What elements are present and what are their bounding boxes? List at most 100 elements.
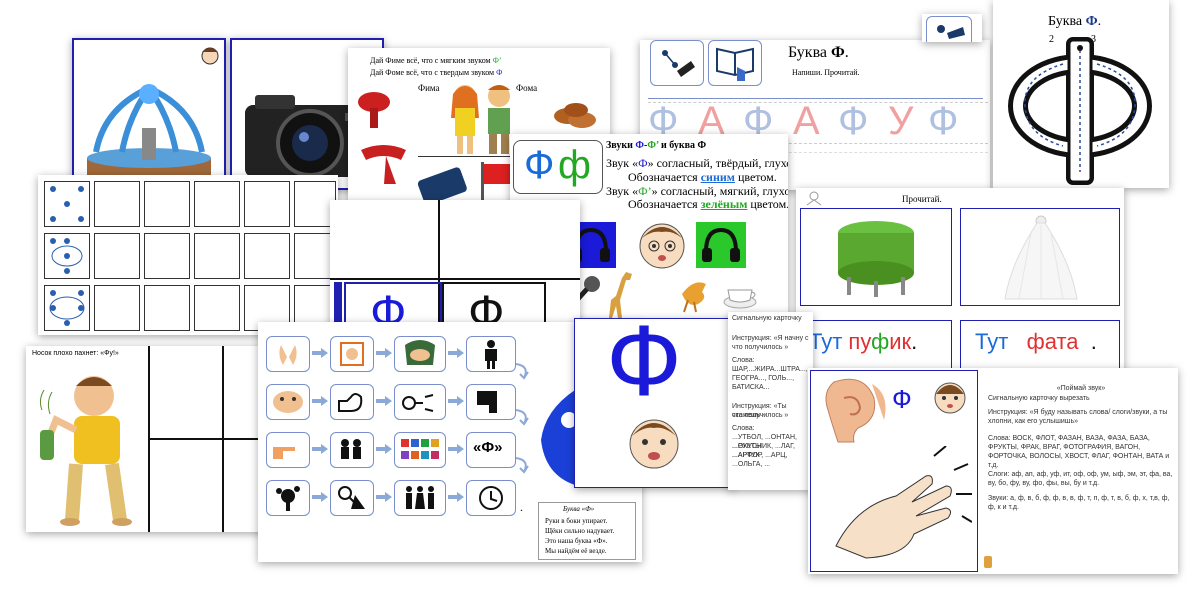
step-cheeks[interactable] <box>266 384 310 420</box>
arrow-icon <box>312 444 328 454</box>
dot-box <box>44 233 90 279</box>
step-muscle[interactable] <box>330 384 374 420</box>
zvuki-line2: Обозначается синим цветом. <box>628 170 777 184</box>
step-hands[interactable] <box>266 336 310 372</box>
step-face-frame[interactable] <box>330 336 374 372</box>
book-hand-icon <box>716 47 754 81</box>
step-person[interactable] <box>466 336 516 372</box>
pufik-image <box>838 221 914 297</box>
ear-icon <box>825 378 886 443</box>
children-image <box>451 85 510 154</box>
poymai-sounds: Звуки: а, ф, в, б, ф, ф, в, в, ф, т, п, … <box>988 495 1170 511</box>
bird-icon <box>682 282 706 313</box>
step-family[interactable] <box>394 480 446 516</box>
reader-icon <box>806 191 822 206</box>
step-people[interactable] <box>330 432 374 468</box>
blank-box <box>144 181 190 227</box>
step-speak[interactable] <box>466 384 516 420</box>
fountain-card <box>72 38 226 190</box>
stroke-letter-f <box>1008 37 1152 185</box>
cycle-icon <box>479 486 503 510</box>
poymai-card: Ф «Поймай звук» Сигнальную карточку выре… <box>808 368 1178 574</box>
words-label: Сигнальную карточку <box>732 315 802 322</box>
big-f-card: Ф <box>574 318 734 488</box>
arrow-icon <box>376 444 392 454</box>
belly-icon <box>405 340 435 365</box>
zvuki-line1: Звук «Ф» согласный, твёрдый, глухой. <box>606 156 788 170</box>
stroke-title: Буква Ф. <box>1048 14 1102 29</box>
bukva-subtitle: Напиши. Прочитай. <box>792 68 860 77</box>
step-belly[interactable] <box>394 336 446 372</box>
step-quote-f[interactable]: «Ф» <box>466 432 516 468</box>
logo-mark <box>984 556 992 568</box>
camera-image <box>245 95 365 177</box>
step-blow[interactable] <box>394 384 446 420</box>
face-icon <box>201 47 219 65</box>
grid-line <box>222 346 224 532</box>
step-point[interactable] <box>266 432 310 468</box>
blank-box <box>194 285 240 331</box>
blank-box <box>94 285 140 331</box>
family-icon <box>406 486 434 509</box>
soft-sound-card <box>696 222 746 268</box>
read-book-button[interactable] <box>708 40 762 86</box>
instruction-hard: Дай Фоме всё, что с твердым звуком Ф <box>370 68 503 77</box>
blow-icon <box>402 394 434 412</box>
phone-icon <box>417 167 467 205</box>
trace-line <box>648 98 983 99</box>
people-icon <box>341 439 361 459</box>
big-letter-f: Ф <box>606 318 683 417</box>
trace-letter: У <box>888 99 914 143</box>
step-splash[interactable] <box>266 480 310 516</box>
poem-line: Щёки сильно надувает. <box>545 527 615 535</box>
boy-face-icon <box>639 223 685 269</box>
curve-arrow-icon <box>515 457 529 474</box>
trace-letter: Ф <box>928 99 959 143</box>
blank-box <box>244 233 290 279</box>
grid-line <box>148 438 278 440</box>
blue-bar <box>334 282 342 350</box>
arrow-icon <box>376 348 392 358</box>
blank-box <box>94 181 140 227</box>
words-instr2b: что получилось » <box>732 412 789 419</box>
name-fima: Фима <box>418 83 440 93</box>
blank-box <box>144 233 190 279</box>
cheeks-face-icon <box>273 391 303 413</box>
prochitai-card: Прочитай. Тут пуфик. Тут фата . <box>796 188 1124 373</box>
fata-word-box: Тут фата . <box>960 320 1120 370</box>
scarf-icon <box>361 145 406 184</box>
step-search[interactable] <box>330 480 374 516</box>
poymai-title: «Поймай звук» <box>1056 385 1106 392</box>
alphabet-icon <box>401 439 439 459</box>
step-alphabet[interactable] <box>394 432 446 468</box>
veil-image <box>1004 215 1078 300</box>
pufik-sentence: Тут пуфик. <box>809 329 918 354</box>
words-card: Сигнальную карточку Инструкция: «Я начну… <box>728 312 813 490</box>
trace-pen-button[interactable] <box>650 40 704 86</box>
bukva-title: Буква Ф. <box>788 44 849 61</box>
partial-icon-box <box>926 16 972 42</box>
hairdryer-icon <box>358 92 390 128</box>
nosok-card: Носок плохо пахнет: «Фу!» <box>26 346 278 532</box>
words-list: ...АРФОР, ...АРЦ, ...ОЛЬГА, ... <box>732 452 788 468</box>
trace-letter: Ф <box>838 99 869 143</box>
words-instr1b: что получилось » <box>732 344 789 351</box>
steps-dot: . <box>520 500 523 514</box>
poem-line: Мы найдём её везде. <box>545 547 607 555</box>
fata-sentence: Тут фата . <box>975 329 1097 354</box>
big-upper-f: Ф <box>524 143 555 187</box>
dates-icon <box>554 103 596 128</box>
name-foma: Фома <box>516 83 538 93</box>
boy-face-icon <box>934 382 966 414</box>
blank-box <box>194 233 240 279</box>
trace-row-2 <box>648 152 988 185</box>
signal-card-frame <box>810 370 978 572</box>
step-cycle[interactable] <box>466 480 516 516</box>
clapping-hands-icon <box>835 446 972 559</box>
poymai-instruction: Инструкция: «Я буду называть слова/ слог… <box>988 409 1168 425</box>
zvuki-title: Звуки Ф-Ф’ и буква Ф <box>606 140 707 151</box>
signal-letter-f: Ф <box>892 384 912 414</box>
flag-icon <box>481 162 514 208</box>
words-instr1: Инструкция: «Я начну с <box>732 335 809 342</box>
arrow-icon <box>312 396 328 406</box>
